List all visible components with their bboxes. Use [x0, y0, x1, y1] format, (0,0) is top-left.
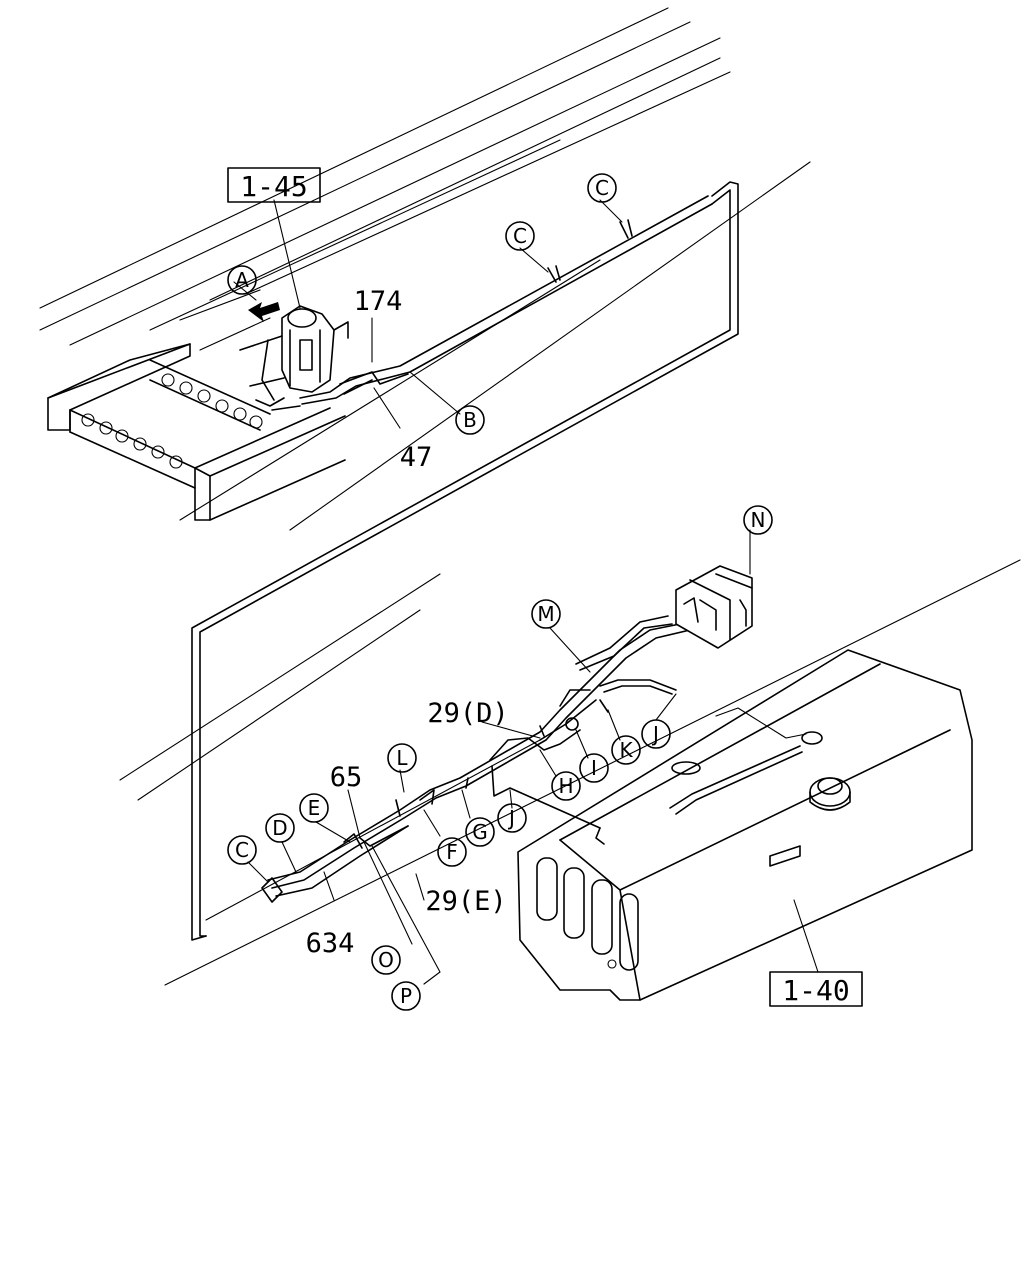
- callout-i: I: [579, 753, 609, 783]
- callout-i-label: I: [591, 756, 597, 780]
- part-number-47: 47: [400, 442, 433, 473]
- callout-c-lower: C: [227, 835, 257, 865]
- callout-f: F: [437, 837, 467, 867]
- callout-m: M: [531, 599, 561, 629]
- callout-h-label: H: [558, 774, 573, 798]
- callout-g-label: G: [472, 820, 488, 844]
- callout-c2-label: C: [595, 176, 609, 200]
- callout-b-label: B: [463, 408, 477, 432]
- callout-a: A: [227, 265, 257, 295]
- callout-n-label: N: [751, 508, 766, 532]
- callout-c3-label: C: [235, 838, 249, 862]
- callout-f-label: F: [446, 840, 458, 864]
- part-number-174: 174: [354, 286, 403, 317]
- ref-box-1-40: [769, 971, 863, 1007]
- callout-p-label: P: [400, 984, 412, 1008]
- callout-j-upper: J: [641, 719, 671, 749]
- callout-c1-label: C: [513, 224, 527, 248]
- callout-g: G: [465, 817, 495, 847]
- part-number-65: 65: [330, 762, 363, 793]
- callout-p: P: [391, 981, 421, 1011]
- fuel-filter-assembly: [239, 305, 349, 411]
- callout-n: N: [743, 505, 773, 535]
- part-number-29d: 29(D): [427, 698, 508, 729]
- callout-d-label: D: [272, 816, 287, 840]
- callout-c-upper-right: C: [587, 173, 617, 203]
- pump-bracket-unit: [675, 565, 753, 649]
- callout-b: B: [455, 405, 485, 435]
- chassis-frame: [47, 289, 346, 521]
- callout-l: L: [387, 743, 417, 773]
- callout-l-label: L: [396, 746, 408, 770]
- callout-e: E: [299, 793, 329, 823]
- callout-k-label: K: [619, 738, 633, 762]
- callout-a-label: A: [235, 268, 249, 292]
- fuel-tank: [517, 649, 973, 1001]
- callout-o: O: [371, 945, 401, 975]
- ref-label-1-40: 1-40: [782, 974, 849, 1007]
- upper-fuel-lines: [299, 195, 713, 405]
- leader-lines: [233, 199, 819, 985]
- callout-j1-label: J: [507, 806, 515, 830]
- callout-c-upper-left: C: [505, 221, 535, 251]
- ref-box-1-45: [227, 167, 321, 203]
- callout-j2-label: J: [651, 722, 659, 746]
- lower-fuel-lines: [261, 615, 691, 903]
- callout-e-label: E: [308, 796, 321, 820]
- callout-o-label: O: [378, 948, 394, 972]
- part-number-29e: 29(E): [425, 886, 506, 917]
- lower-frame-lines: [119, 559, 1021, 986]
- callout-d: D: [265, 813, 295, 843]
- ref-label-1-45: 1-45: [240, 170, 307, 203]
- callout-k: K: [611, 735, 641, 765]
- upper-frame-lines: [39, 7, 731, 346]
- view-arrow: [248, 302, 280, 322]
- callout-h: H: [551, 771, 581, 801]
- part-number-634: 634: [306, 928, 355, 959]
- callout-j-lower: J: [497, 803, 527, 833]
- frame-outline-loop: [179, 161, 811, 941]
- callout-m-label: M: [537, 602, 554, 626]
